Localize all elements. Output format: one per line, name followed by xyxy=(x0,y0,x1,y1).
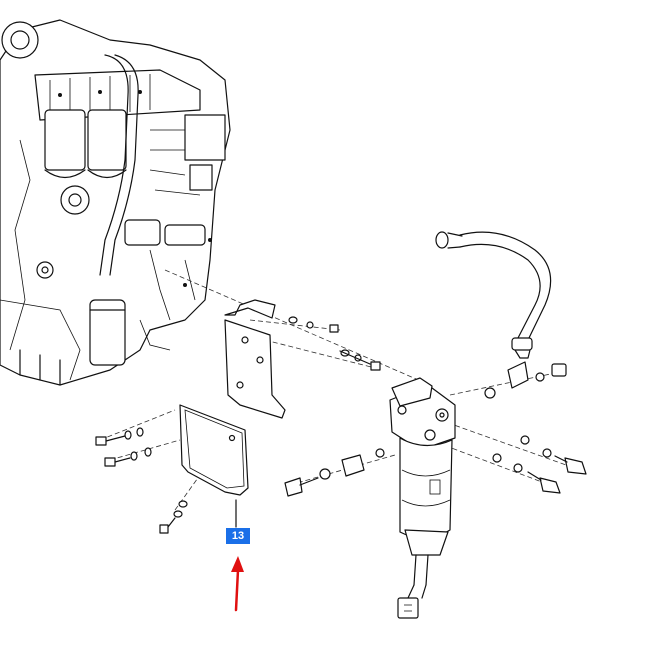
mounting-bracket xyxy=(224,299,286,419)
bolts-upper xyxy=(288,316,381,371)
part-callout-13[interactable]: 13 xyxy=(226,528,250,544)
fuel-hose xyxy=(435,231,552,359)
fuel-filter-assembly xyxy=(389,377,456,619)
cover-plate xyxy=(179,404,249,496)
fittings-left xyxy=(284,448,385,497)
red-arrow-icon xyxy=(231,556,244,612)
engine-block xyxy=(0,19,231,386)
fittings-right xyxy=(484,361,587,494)
bolts-left xyxy=(95,427,188,534)
